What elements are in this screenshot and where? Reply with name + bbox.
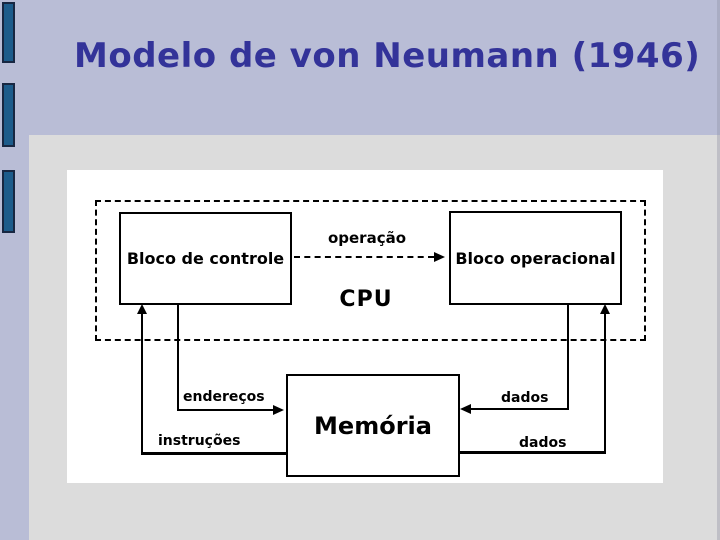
control-block-box: Bloco de controle xyxy=(119,212,292,305)
addresses-line-horizontal xyxy=(177,409,275,411)
accent-bar xyxy=(2,83,15,147)
addresses-arrowhead-icon xyxy=(273,405,284,415)
memory-block-box: Memória xyxy=(286,374,460,477)
data-write-line-horizontal xyxy=(466,408,569,410)
data-write-line-vertical xyxy=(567,305,569,410)
addresses-line-vertical xyxy=(177,305,179,411)
data-write-label: dados xyxy=(501,390,549,406)
operation-arrow-line xyxy=(294,256,434,258)
data-read-line-vertical xyxy=(604,313,606,454)
instructions-line-vertical xyxy=(141,313,143,455)
instructions-label: instruções xyxy=(158,433,241,449)
operational-block-label: Bloco operacional xyxy=(455,248,616,268)
data-read-arrowhead-icon xyxy=(600,304,610,314)
accent-bar xyxy=(2,2,15,63)
control-block-label: Bloco de controle xyxy=(126,249,285,268)
von-neumann-diagram: CPU Bloco de controle Bloco operacional … xyxy=(67,170,663,483)
operational-block-box: Bloco operacional xyxy=(449,211,622,305)
right-edge-strip xyxy=(717,0,720,135)
cpu-label: CPU xyxy=(339,287,393,312)
instructions-arrowhead-icon xyxy=(137,304,147,314)
accent-bar xyxy=(2,170,15,233)
slide-title: Modelo de von Neumann (1946) xyxy=(74,36,701,76)
data-read-label: dados xyxy=(519,435,567,451)
data-read-line-horizontal xyxy=(460,451,606,454)
instructions-line-horizontal xyxy=(141,452,288,455)
cpu-boundary-box xyxy=(95,200,646,341)
data-write-arrowhead-icon xyxy=(460,404,471,414)
right-edge-strip xyxy=(717,135,720,540)
operation-arrowhead-icon xyxy=(434,252,445,262)
operation-label: operação xyxy=(327,229,407,247)
addresses-label: endereços xyxy=(183,389,265,405)
memory-block-label: Memória xyxy=(314,411,432,440)
